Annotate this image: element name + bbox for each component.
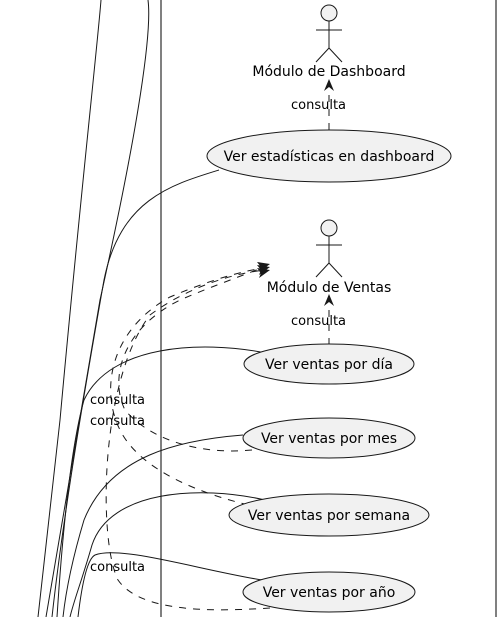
association-week	[69, 492, 266, 617]
usecase-sales-by-month-label: Ver ventas por mes	[261, 431, 397, 447]
association-year	[77, 552, 263, 617]
relation-label-month: consulta	[90, 393, 145, 408]
relation-label-year: consulta	[90, 560, 145, 575]
association-top-1	[37, 0, 102, 617]
association-day	[56, 346, 267, 617]
usecase-sales-by-year-label: Ver ventas por año	[263, 585, 396, 601]
relation-label-dashboard: consulta	[291, 98, 346, 113]
usecase-sales-by-year	[242, 571, 416, 613]
usecase-sales-by-day	[243, 343, 415, 385]
association-top-2	[45, 0, 150, 617]
association-month	[62, 434, 244, 617]
usecase-sales-by-week-label: Ver ventas por semana	[248, 508, 410, 524]
dependency-month	[118, 265, 267, 452]
arrowhead-day	[324, 294, 334, 306]
usecase-sales-by-week	[228, 493, 430, 537]
usecase-dashboard-stats	[206, 129, 452, 183]
relation-label-week: consulta	[90, 414, 145, 429]
actor-dashboard-module	[315, 4, 343, 63]
actor-sales-label: Módulo de Ventas	[267, 280, 392, 296]
usecase-sales-by-month	[242, 417, 416, 459]
dependency-year	[105, 269, 271, 611]
arrowhead-dashboard	[324, 79, 334, 91]
usecase-sales-by-day-label: Ver ventas por día	[265, 357, 393, 373]
arrowhead-year	[257, 268, 270, 278]
dependency-week	[110, 267, 267, 509]
actor-sales-module	[315, 219, 343, 278]
relation-label-day: consulta	[291, 314, 346, 329]
usecase-dashboard-stats-label: Ver estadísticas en dashboard	[224, 149, 435, 165]
actor-dashboard-label: Módulo de Dashboard	[252, 64, 405, 80]
